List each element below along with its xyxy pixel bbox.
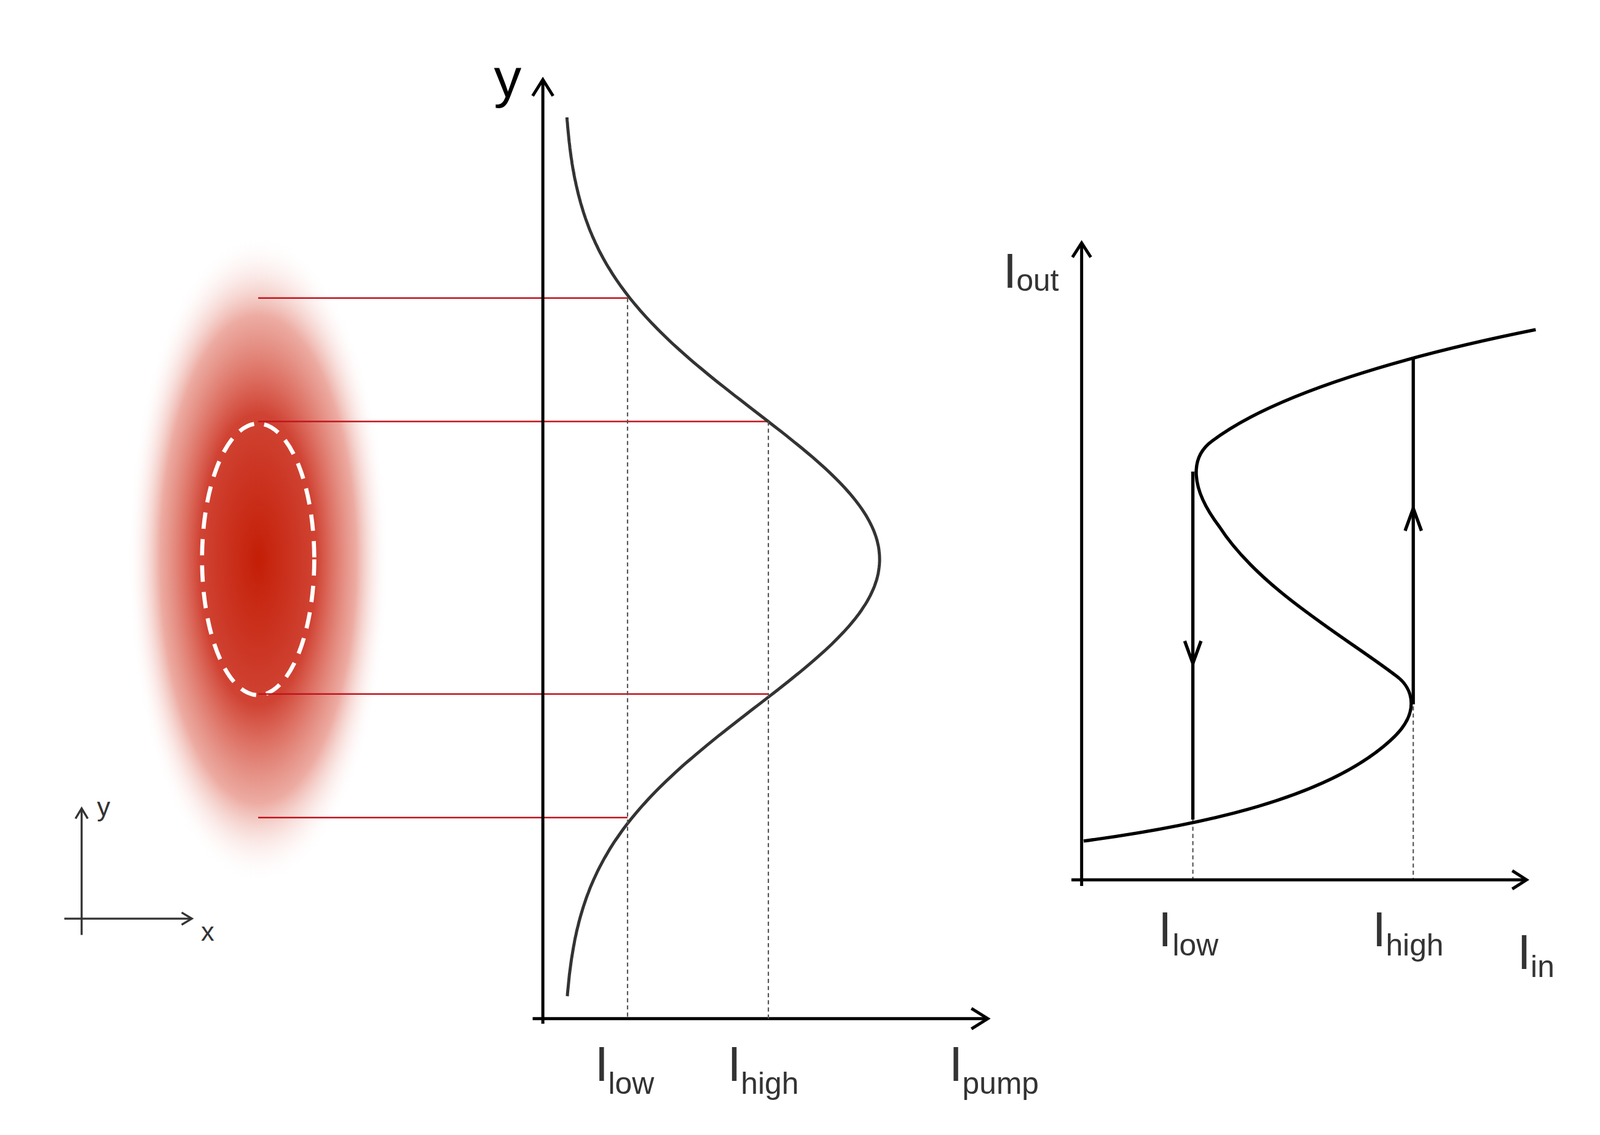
axis-label: y (494, 50, 522, 106)
subscript: high (1385, 930, 1444, 961)
hysteresis-jumps (1184, 357, 1422, 820)
symbol: I (1158, 904, 1172, 954)
symbol: I (1003, 246, 1017, 296)
symbol: I (1372, 904, 1387, 954)
symbol: I (1517, 927, 1532, 977)
subscript: pump (962, 1068, 1040, 1100)
subscript: high (740, 1068, 799, 1100)
symbol: I (727, 1039, 742, 1089)
symbol: I (949, 1039, 963, 1089)
symbol: I (595, 1039, 609, 1089)
axis-label: y (97, 793, 111, 820)
coordinate-axes (64, 808, 193, 935)
switched-region (202, 423, 315, 696)
beam-spot (127, 234, 390, 884)
subscript: low (607, 1068, 655, 1100)
subscript: in (1530, 951, 1555, 983)
leader-lines (258, 298, 769, 818)
pump-profile-curve (566, 117, 880, 996)
pump-axes (532, 79, 988, 1029)
subscript: out (1016, 265, 1059, 297)
axis-label: x (200, 918, 215, 945)
dashed-guides (627, 298, 1414, 1019)
subscript: low (1172, 930, 1219, 961)
bistability-curve (1083, 329, 1536, 841)
